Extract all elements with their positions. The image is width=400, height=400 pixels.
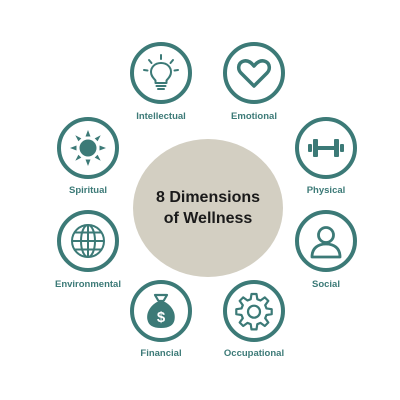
environmental-label: Environmental [55,279,121,290]
svg-text:$: $ [157,309,166,326]
emotional-ring [223,42,285,104]
physical-ring [295,117,357,179]
gear-icon [235,292,273,331]
center-title-line1: 8 Dimensions [155,189,261,206]
globe-icon [71,224,105,258]
emotional-label: Emotional [231,111,277,122]
social-label: Social [312,279,340,290]
heart-icon [237,59,271,88]
lightbulb-icon [143,54,179,90]
social-ring [295,210,357,272]
physical-label: Physical [306,185,346,196]
financial-label: Financial [140,348,182,359]
center-circle: 8 Dimensions of Wellness [133,139,283,277]
occupational-ring [223,280,285,342]
occupational-label: Occupational [223,348,285,359]
spiritual-ring [57,117,119,179]
dumbbell-icon [308,139,344,157]
intellectual-label: Intellectual [136,111,186,122]
center-title-line2: of Wellness [163,210,253,227]
spiritual-label: Spiritual [68,185,108,196]
environmental-ring [57,210,119,272]
financial-ring: $ [130,280,192,342]
person-icon [310,226,342,259]
money-bag-icon: $ [147,293,175,328]
intellectual-ring [130,42,192,104]
sun-icon [70,130,106,166]
